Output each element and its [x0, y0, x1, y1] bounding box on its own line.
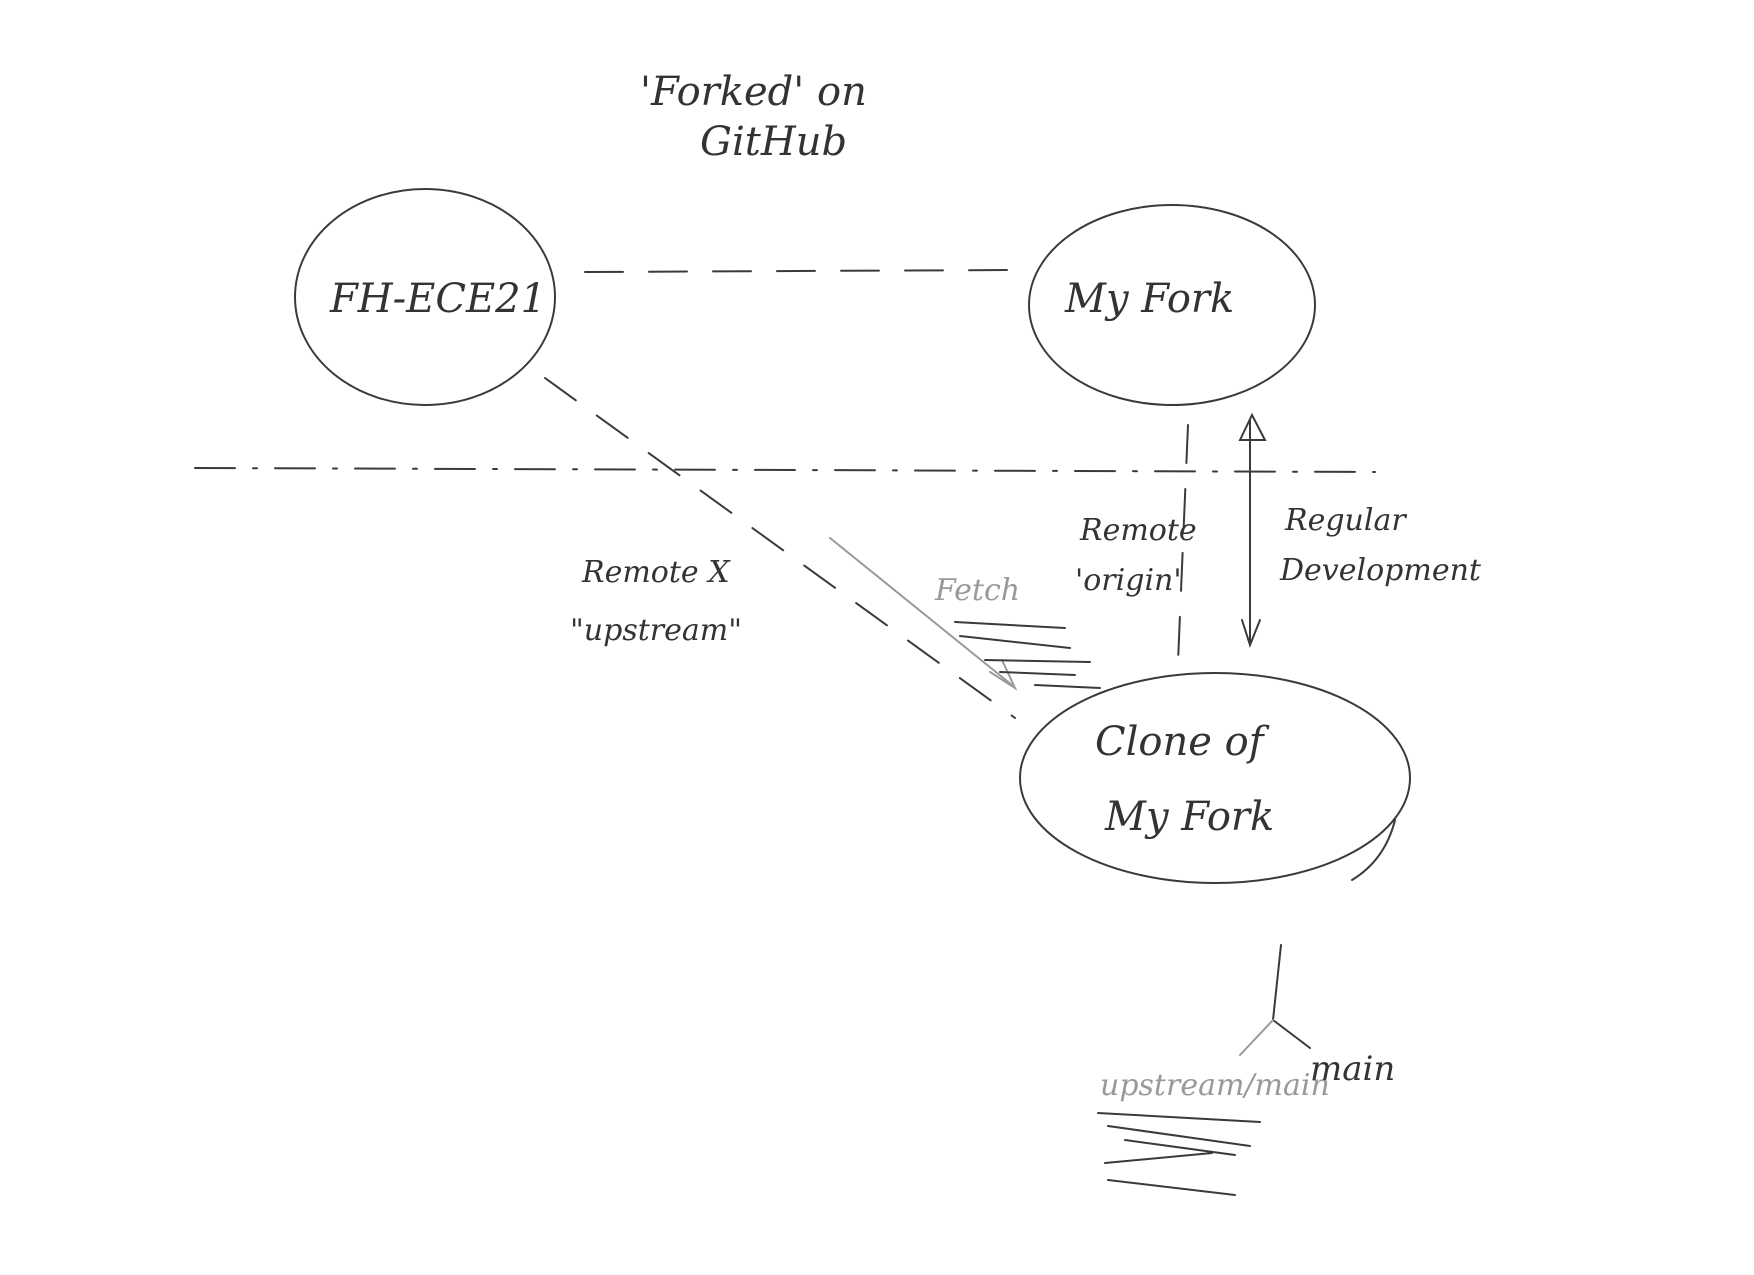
branch-tree: [1239, 944, 1311, 1056]
remote-origin-label-1: Remote: [1079, 513, 1197, 548]
remote-origin-label-2: 'origin': [1075, 563, 1182, 598]
remote-upstream-label-2: "upstream": [570, 613, 742, 648]
fork-relation-line: [584, 269, 1011, 273]
remote-origin-line: [1177, 424, 1189, 663]
branch-upstream-main-label: upstream/main: [1100, 1068, 1330, 1103]
node-fh-ece21-label: FH-ECE21: [329, 276, 546, 322]
upstream-main-hatching: [1097, 1112, 1261, 1196]
arrow-head-up-icon: [1238, 412, 1267, 441]
regular-dev-label-2: Development: [1279, 553, 1482, 588]
branch-main-label: main: [1310, 1049, 1395, 1089]
node-clone-label-2: My Fork: [1104, 794, 1274, 840]
node-fh-ece21: FH-ECE21: [294, 188, 556, 406]
arrow-head-down-icon: [1241, 619, 1261, 648]
branch-main-line: [1272, 1019, 1311, 1049]
remote-upstream-label-1: Remote X: [581, 555, 731, 590]
branch-trunk: [1272, 944, 1282, 1021]
fetch-hatching: [954, 621, 1101, 689]
node-clone-of-my-fork: Clone of My Fork: [1019, 672, 1411, 884]
node-my-fork-outline: [1028, 204, 1316, 406]
remote-upstream-line: [544, 377, 1016, 719]
fetch-arrow-head-icon: [989, 659, 1018, 691]
node-my-fork: My Fork: [1028, 204, 1316, 406]
node-fh-ece21-outline: [294, 188, 556, 406]
node-clone-label-1: Clone of: [1095, 719, 1270, 765]
fetch-arrow: [829, 537, 1101, 691]
regular-dev-label-1: Regular: [1284, 503, 1407, 538]
title-line-1: 'Forked' on: [640, 69, 867, 115]
node-clone-outline: [1019, 672, 1411, 884]
fetch-label: Fetch: [934, 573, 1020, 608]
regular-development-arrow: [1238, 412, 1267, 648]
node-clone-shadow: [1351, 819, 1396, 881]
title-line-2: GitHub: [700, 119, 847, 165]
branch-upstream-main-line: [1239, 1019, 1274, 1056]
github-local-boundary: [194, 467, 1376, 473]
node-my-fork-label: My Fork: [1064, 276, 1234, 322]
